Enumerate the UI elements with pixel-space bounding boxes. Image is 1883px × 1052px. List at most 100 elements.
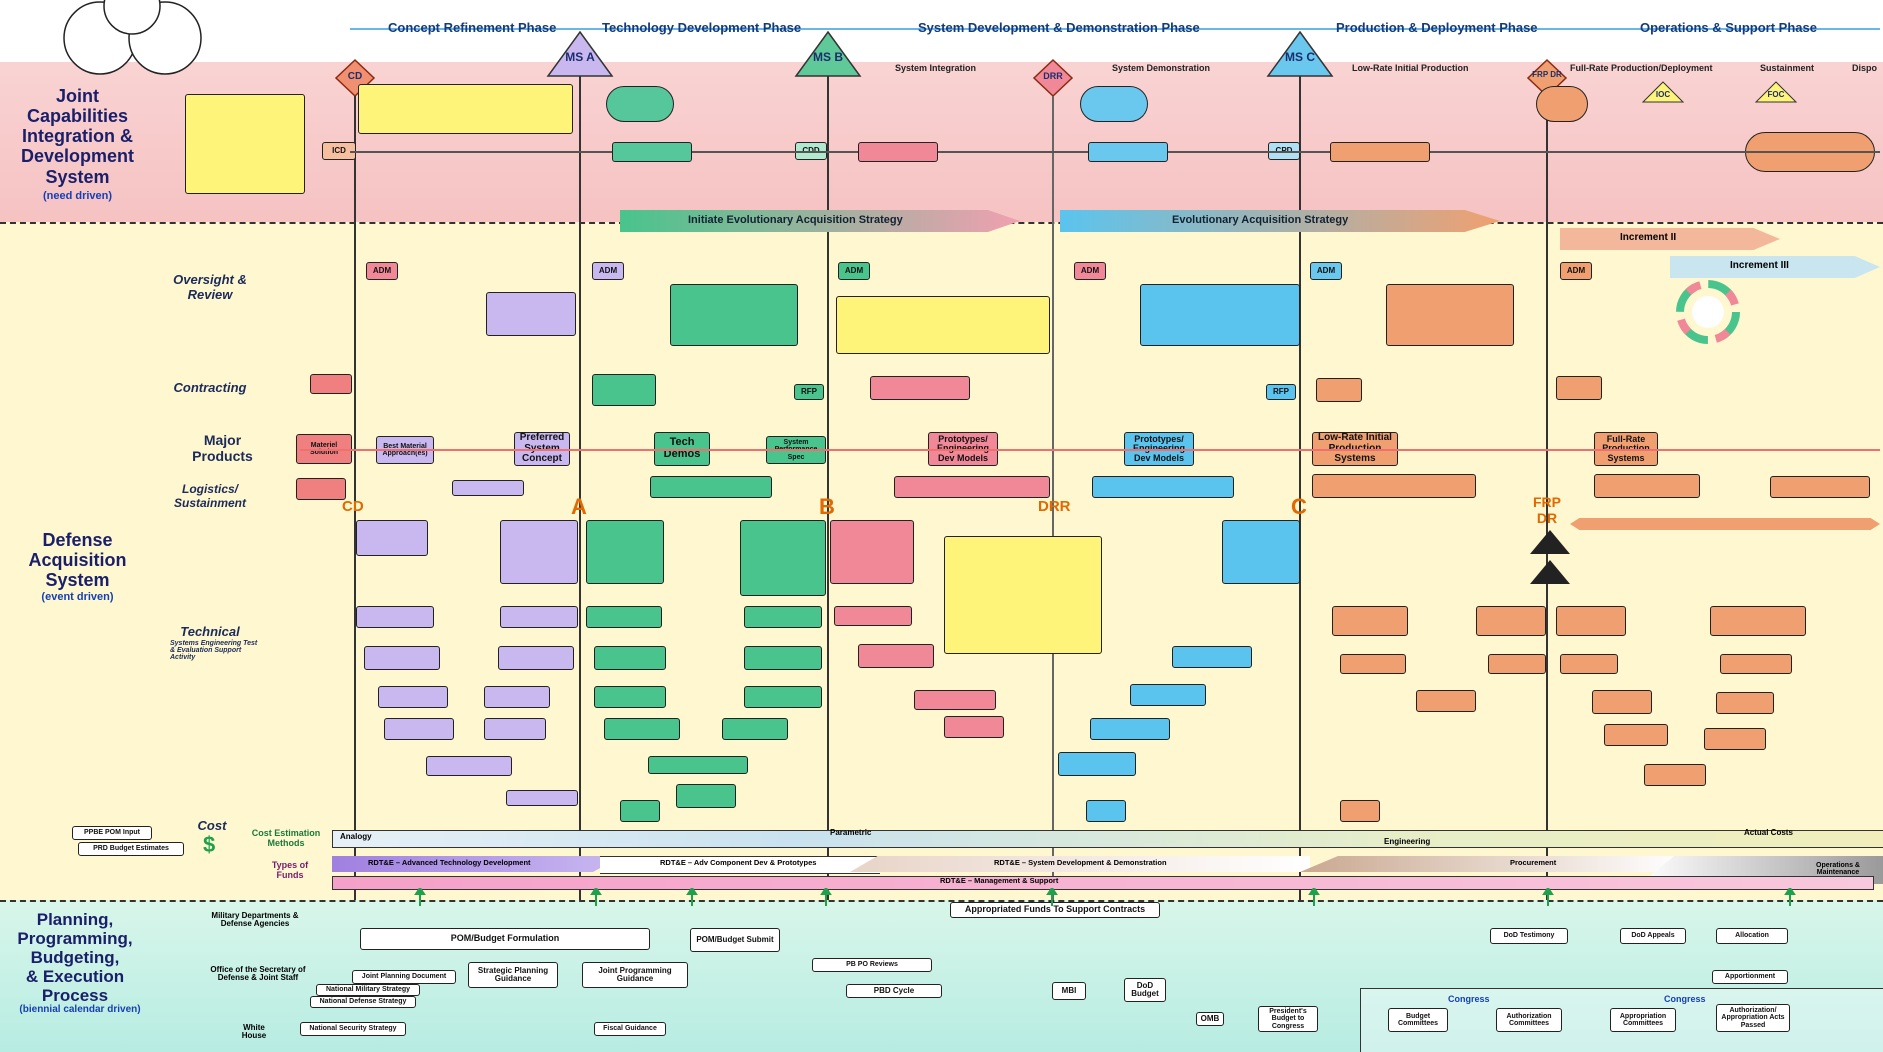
top-band [0,0,1883,62]
milestone-a-label: MS A [565,50,595,64]
logistics-box-6 [1312,474,1476,498]
tech-purple-7 [384,718,454,740]
rfp-box-2: RFP [1266,384,1296,400]
funds-adv-bar [332,856,622,872]
logistics-box-2 [452,480,524,496]
congress-label-1: Congress [1448,994,1490,1004]
adm-box-5: ADM [1310,262,1342,280]
ppbe-pom-submit: POM/Budget Submit [690,928,780,952]
tech-green-2 [744,606,822,628]
lane-products: Major Products [192,432,253,464]
tech-orange-6 [1720,654,1792,674]
ppbe-driver: (biennial calendar driven) [19,1004,141,1015]
letter-b: B [819,494,835,519]
tech-purple-6 [484,686,550,708]
funds-comp-label: RDT&E – Adv Component Dev & Prototypes [660,858,817,867]
ppbe-allocation: Allocation [1716,928,1788,944]
ppbe-pom: POM/Budget Formulation [360,928,650,950]
logistics-box-5 [1092,476,1234,498]
ppbe-fiscal: Fiscal Guidance [594,1022,666,1036]
tech-purple-8 [484,718,546,740]
jcids-title: Joint Capabilities Integration & Develop… [20,86,135,187]
increment2-label: Increment II [1620,232,1677,243]
tech-purple-5 [378,686,448,708]
tech-orange-5 [1592,690,1652,714]
cost-methods-bar [332,830,1883,848]
ppbe-military: Military Departments & Defense Agencies [211,911,299,929]
tech-orange-2 [1416,690,1476,712]
lane-cost-methods: Cost Estimation Methods [251,828,321,848]
line-drr [1052,96,1054,900]
das-driver: (event driven) [41,591,114,603]
ppbe-osd: Office of the Secretary of Defense & Joi… [210,965,306,983]
ppbe-mbi: MBI [1052,982,1086,1000]
contract-box-4 [1316,378,1362,402]
tech-purple-10 [506,790,578,806]
tech-output-1 [500,520,578,584]
cost-actual: Actual Costs [1744,828,1793,837]
tech-orange-3 [1488,654,1546,674]
tech-green-8 [722,718,788,740]
letter-cd: CD [342,498,364,515]
initiate-strategy-label: Initiate Evolutionary Acquisition Strate… [688,214,903,226]
logistics-box-7 [1594,474,1700,498]
tech-pink-4 [944,716,1004,738]
tech-input-4 [1332,606,1408,636]
logistics-box-3 [650,476,772,498]
tech-orange-9 [1644,764,1706,786]
adm-box-6: ADM [1560,262,1592,280]
cost-row-box-3 [1340,800,1380,822]
adm-box-2: ADM [592,262,624,280]
logistics-box-8 [1770,476,1870,498]
sub-disposal: Dispo [1852,63,1878,73]
tech-orange-7 [1716,692,1774,714]
tech-orange-4 [1560,654,1618,674]
sub-sustainment: Sustainment [1760,63,1815,73]
dollar-icon: $ [203,832,216,857]
adm-box-3: ADM [838,262,870,280]
contract-box-2 [592,374,656,406]
jcids-green-oval [606,86,674,122]
ppbe-divider [0,900,1883,902]
ppbe-pbd: PBD Cycle [846,984,942,998]
funds-procurement-label: Procurement [1510,858,1557,867]
rfp-box-1: RFP [794,384,824,400]
tech-orange-1 [1340,654,1406,674]
adm-box-1: ADM [366,262,398,280]
venn-diagram-icon [63,0,202,75]
tech-green-4 [744,646,822,670]
tech-purple-2 [500,606,578,628]
oversight-orange-panel [1386,284,1514,346]
oversight-yellow-panel [836,296,1050,354]
ppbe-nds: National Defense Strategy [310,996,416,1008]
ppbe-jpd: Joint Planning Document [352,970,456,984]
funds-comp-bar [600,856,880,874]
phase-system: System Development & Demonstration Phase [918,20,1200,35]
tech-orange-8 [1704,728,1766,750]
funds-procurement-bar [1300,856,1680,872]
tech-green-5 [594,686,666,708]
ppbe-apportionment: Apportionment [1712,970,1788,984]
letter-c: C [1291,494,1307,519]
ppbe-presidents: President's Budget to Congress [1258,1006,1318,1032]
evolutionary-strategy-label: Evolutionary Acquisition Strategy [1172,214,1349,226]
tech-purple-9 [426,756,512,776]
ppbe-auth-approp: Authorization/ Appropriation Acts Passed [1716,1004,1790,1032]
tech-pink-2 [858,644,934,668]
funds-sdd-bar [850,856,1310,872]
jcids-icd-box: ICD [322,142,356,160]
milestone-foc-label: FOC [1767,90,1785,99]
cost-parametric: Parametric [830,828,872,837]
frp-triangles [1530,530,1570,584]
tech-pink-1 [834,606,912,626]
lifecycle-wheel-icon [1676,280,1740,344]
oversight-green-panel [670,284,798,346]
funds-mgmt-label: RDT&E – Management & Support [940,876,1059,885]
tech-output-5 [1710,606,1806,636]
phase-production: Production & Deployment Phase [1336,20,1538,35]
milestone-drr-label: DRR [1043,71,1063,81]
funds-mgmt-bar [332,876,1874,890]
tech-orange-10 [1604,724,1668,746]
milestone-cd-label: CD [347,71,363,82]
